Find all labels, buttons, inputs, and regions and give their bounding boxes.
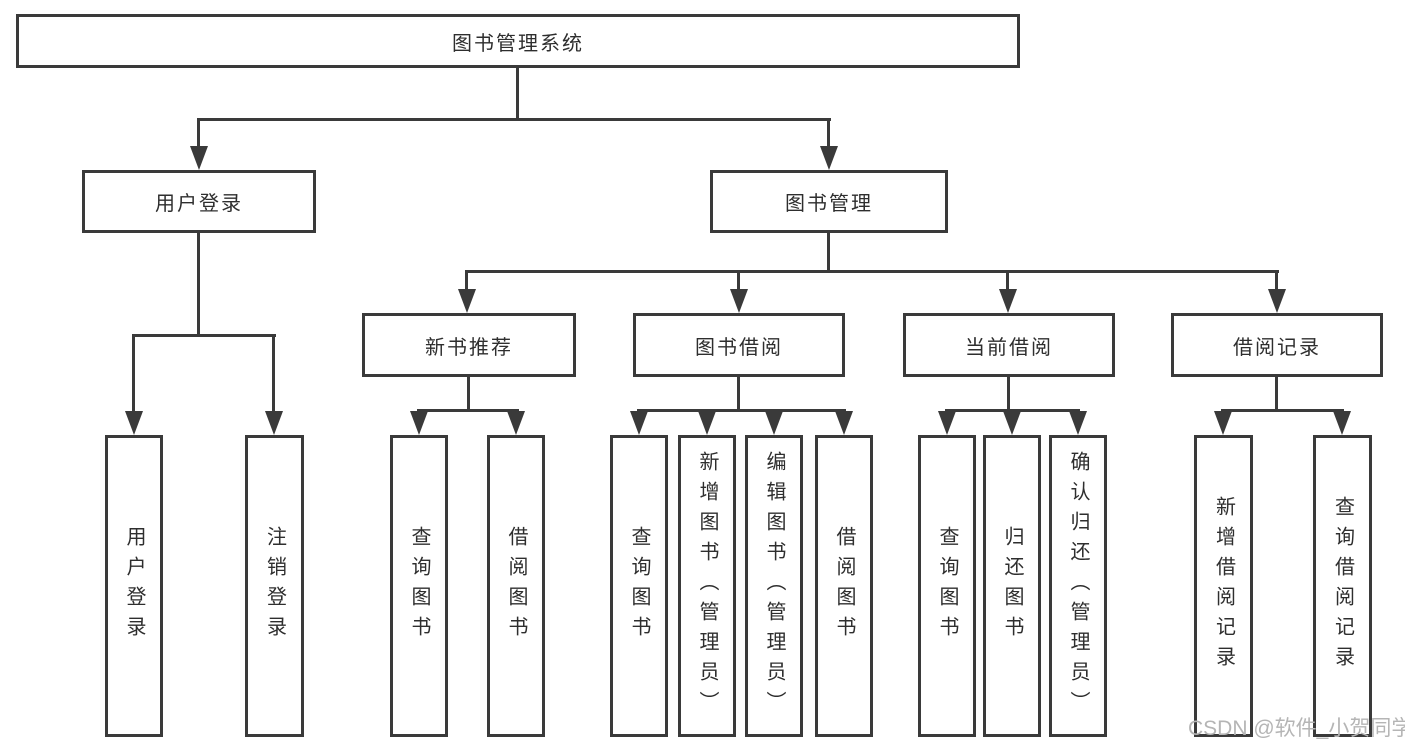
node-borrow-records: 借阅记录 xyxy=(1171,313,1383,377)
node-new-book-recommend: 新书推荐 xyxy=(362,313,576,377)
node-book-management: 图书管理 xyxy=(710,170,948,233)
connector-user-login-bar xyxy=(132,334,276,337)
arrowhead-edit-book-admin xyxy=(765,411,783,435)
arrowhead-query-books-3 xyxy=(938,411,956,435)
arrowhead-new-book-recommend xyxy=(458,289,476,313)
arrowhead-add-book-admin xyxy=(698,411,716,435)
connector-current-borrow-bar xyxy=(945,409,1080,412)
connector-to-book-borrow xyxy=(737,270,740,292)
arrowhead-book-borrow xyxy=(730,289,748,313)
connector-to-leaf-user-login xyxy=(132,334,135,414)
connector-user-login-stem xyxy=(197,233,200,337)
leaf-borrow-books-1: 借阅图书 xyxy=(487,435,545,737)
arrowhead-book-management xyxy=(820,146,838,170)
node-user-login: 用户登录 xyxy=(82,170,316,233)
node-library-management-system: 图书管理系统 xyxy=(16,14,1020,68)
connector-current-borrow-stem xyxy=(1007,377,1010,412)
arrowhead-borrow-books-2 xyxy=(835,411,853,435)
connector-root-to-book-management xyxy=(827,118,830,150)
arrowhead-confirm-return-admin xyxy=(1069,411,1087,435)
leaf-add-borrow-record: 新增借阅记录 xyxy=(1194,435,1253,737)
leaf-query-books-2: 查询图书 xyxy=(610,435,668,737)
csdn-watermark: CSDN @软件_小贺同学 xyxy=(1188,717,1405,740)
connector-book-borrow-stem xyxy=(737,377,740,412)
node-book-borrow: 图书借阅 xyxy=(633,313,845,377)
arrowhead-borrow-records xyxy=(1268,289,1286,313)
connector-borrow-records-stem xyxy=(1275,377,1278,412)
leaf-query-borrow-record: 查询借阅记录 xyxy=(1313,435,1372,737)
arrowhead-user-login xyxy=(190,146,208,170)
connector-to-current-borrow xyxy=(1006,270,1009,292)
leaf-logout: 注销登录 xyxy=(245,435,304,737)
connector-to-leaf-logout xyxy=(272,334,275,414)
leaf-query-books-3: 查询图书 xyxy=(918,435,976,737)
connector-to-borrow-records xyxy=(1275,270,1278,292)
arrowhead-query-borrow-record xyxy=(1333,411,1351,435)
leaf-borrow-books-2: 借阅图书 xyxy=(815,435,873,737)
connector-new-book-recommend-stem xyxy=(467,377,470,412)
connector-to-new-book-recommend xyxy=(465,270,468,292)
connector-root-to-user-login xyxy=(197,118,200,150)
arrowhead-current-borrow xyxy=(999,289,1017,313)
leaf-query-books-1: 查询图书 xyxy=(390,435,448,737)
connector-root-stem xyxy=(516,68,519,120)
arrowhead-query-books-1 xyxy=(410,411,428,435)
arrowhead-leaf-user-login xyxy=(125,411,143,435)
arrowhead-return-books xyxy=(1003,411,1021,435)
connector-root-bar xyxy=(197,118,831,121)
node-current-borrow: 当前借阅 xyxy=(903,313,1115,377)
connector-borrow-records-bar xyxy=(1221,409,1344,412)
arrowhead-add-borrow-record xyxy=(1214,411,1232,435)
connector-book-borrow-bar xyxy=(637,409,846,412)
leaf-user-login: 用户登录 xyxy=(105,435,163,737)
connector-book-management-bar xyxy=(465,270,1279,273)
connector-book-management-stem xyxy=(827,233,830,273)
arrowhead-query-books-2 xyxy=(630,411,648,435)
leaf-add-book-admin: 新增图书（管理员） xyxy=(678,435,736,737)
connector-new-book-recommend-bar xyxy=(417,409,519,412)
leaf-confirm-return-admin: 确认归还（管理员） xyxy=(1049,435,1107,737)
arrowhead-borrow-books-1 xyxy=(507,411,525,435)
arrowhead-leaf-logout xyxy=(265,411,283,435)
leaf-edit-book-admin: 编辑图书（管理员） xyxy=(745,435,803,737)
leaf-return-books: 归还图书 xyxy=(983,435,1041,737)
